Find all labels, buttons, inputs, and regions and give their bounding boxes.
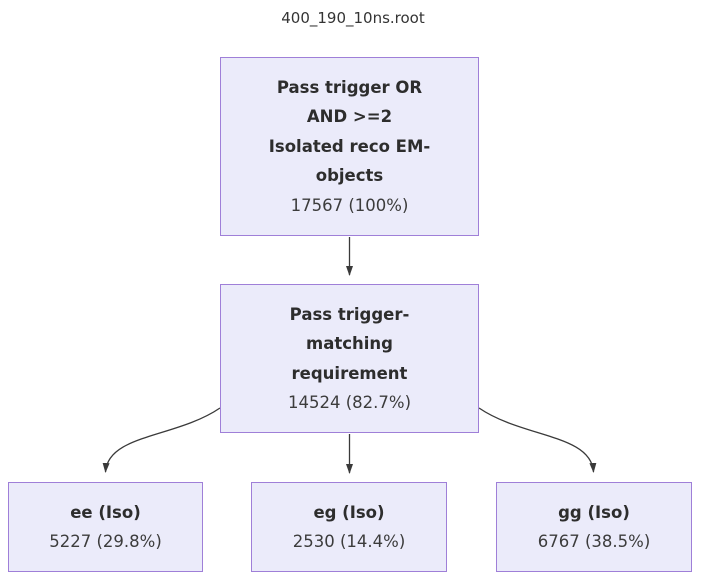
- node-gg-iso-label: gg (Iso): [558, 502, 630, 522]
- node-eg-iso-label: eg (Iso): [313, 502, 385, 522]
- node-pass-trigger-or: Pass trigger OR AND >=2 Isolated reco EM…: [220, 57, 479, 236]
- node-trigger-matching-label: Pass trigger- matching requirement: [289, 304, 410, 383]
- node-trigger-matching-count: 14524 (82.7%): [287, 393, 412, 412]
- node-pass-trigger-or-label: Pass trigger OR AND >=2 Isolated reco EM…: [268, 77, 431, 186]
- node-ee-iso: ee (Iso) 5227 (29.8%): [8, 482, 203, 572]
- node-eg-iso-count: 2530 (14.4%): [292, 532, 406, 551]
- node-ee-iso-label: ee (Iso): [70, 502, 141, 522]
- edge-trigger-match-to-ee-arrow: [102, 407, 221, 473]
- diagram-title: 400_190_10ns.root: [281, 9, 425, 27]
- node-eg-iso: eg (Iso) 2530 (14.4%): [251, 482, 447, 572]
- node-trigger-matching: Pass trigger- matching requirement 14524…: [220, 284, 479, 433]
- node-gg-iso-count: 6767 (38.5%): [537, 532, 651, 551]
- node-pass-trigger-or-count: 17567 (100%): [290, 195, 409, 215]
- node-ee-iso-count: 5227 (29.8%): [49, 532, 162, 551]
- edge-trigger-match-to-gg-arrow: [478, 407, 597, 473]
- node-gg-iso: gg (Iso) 6767 (38.5%): [496, 482, 692, 572]
